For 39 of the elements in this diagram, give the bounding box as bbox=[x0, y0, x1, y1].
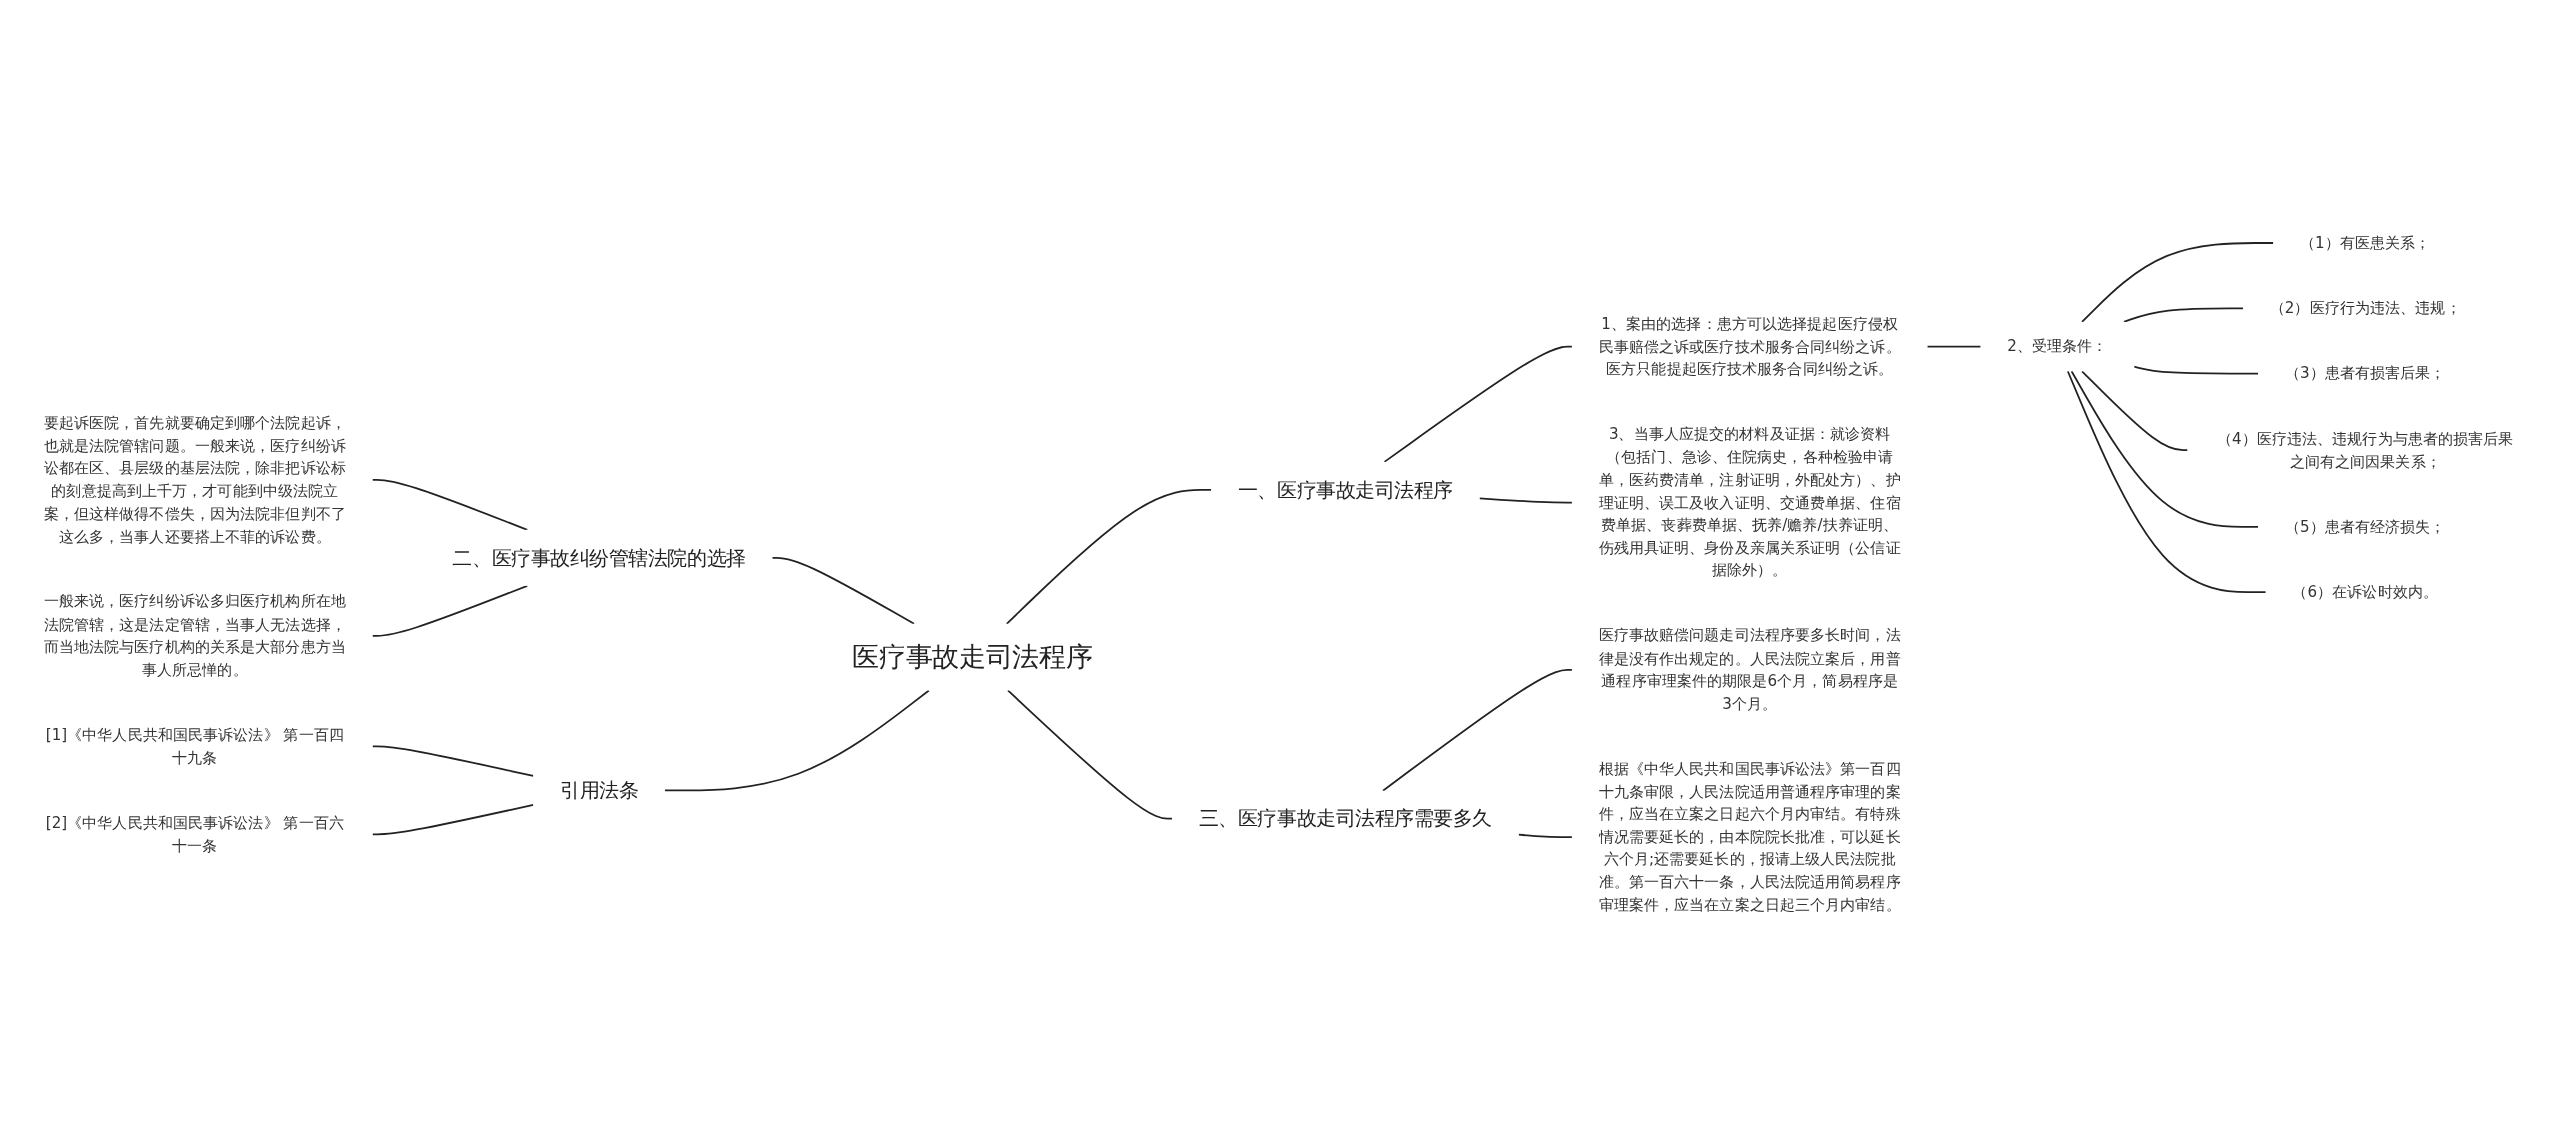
connector bbox=[2133, 365, 2260, 374]
node-text: （3）患者有损害后果； bbox=[2284, 363, 2446, 382]
node-text: （6）在诉讼时效内。 bbox=[2292, 582, 2438, 600]
connector bbox=[2081, 241, 2275, 323]
node-text: （5）患者有经济损失； bbox=[2284, 516, 2446, 535]
node-text: 一、医疗事故走司法程序 bbox=[1237, 478, 1453, 501]
node-text: 2、受理条件： bbox=[2007, 336, 2108, 355]
node-text: 要起诉医院，首先就要确定到哪个法院起诉，也就是法院管辖问题。一般来说，医疗纠纷诉讼都在区、县层级的基层法院，除非把诉讼标的刻意提高到上千万，才可能到中级法院立案，但这样做得不偿失，因为法院非但判不了这么多，当事人还要搭上不菲的诉讼费。 bbox=[43, 413, 346, 545]
node-text: （2）医疗行为违法、违规； bbox=[2269, 298, 2461, 317]
connector bbox=[2123, 306, 2244, 323]
connector bbox=[1926, 345, 1982, 347]
connector bbox=[1007, 689, 1174, 820]
node-text: 医疗事故赔偿问题走司法程序要多长时间，法律是没有作出规定的。人民法院立案后，用普通程序审理案件的期限是6个月，简易程序是3个月。 bbox=[1598, 625, 1901, 712]
connector bbox=[1478, 497, 1573, 503]
node-text: 3、当事人应提交的材料及证据：就诊资料（包括门、急诊、住院病史，各种检验申请单，医药费清单，注射证明，外配处方）、护理证明、误工及收入证明、交通费单据、住宿费单据、丧葬费单据、抚养/赡养/扶养证明、伤残用具证明、身份及亲属关系证明（公信证据除外）。 bbox=[1598, 424, 1901, 579]
node-text: （1）有医患关系； bbox=[2299, 232, 2431, 251]
node-text: 医疗事故走司法程序 bbox=[852, 641, 1093, 673]
node-text: 引用法条 bbox=[559, 778, 639, 802]
connector bbox=[771, 556, 915, 625]
connector bbox=[2070, 369, 2260, 528]
connector bbox=[2081, 369, 2189, 451]
connector bbox=[1005, 488, 1213, 625]
node-text: 一般来说，医疗纠纷诉讼多归医疗机构所在地法院管辖，这是法定管辖，当事人无法选择，而当地法院与医疗机构的关系是大部分患方当事人所忌惮的。 bbox=[43, 591, 346, 678]
node-text: 二、医疗事故纠纷管辖法院的选择 bbox=[452, 546, 746, 569]
connector bbox=[371, 478, 529, 531]
connector bbox=[1383, 345, 1573, 463]
node-text: 三、医疗事故走司法程序需要多久 bbox=[1198, 807, 1492, 830]
connector bbox=[2066, 369, 2267, 593]
connector bbox=[371, 584, 529, 637]
node-text: 根据《中华人民共和国民事诉讼法》第一百四十九条审限，人民法院适用普通程序审理的案件，应当在立案之日起六个月内审结。有特殊情况需要延长的，由本院院长批准，可以延长六个月;还需要延长的，报请上级人民法院批准。第一百六十一条，人民法院适用简易程序审理案件，应当在立案之日起三个月内审结。 bbox=[1598, 759, 1901, 913]
node-text: [2]《中华人民共和国民事诉讼法》 第一百六十一条 bbox=[45, 813, 344, 854]
connector bbox=[663, 689, 930, 791]
node-text: （4）医疗违法、违规行为与患者的损害后果之间有之间因果关系； bbox=[2216, 428, 2514, 470]
connector bbox=[1517, 833, 1573, 838]
connector bbox=[371, 803, 535, 835]
node-text: [1]《中华人民共和国民事诉讼法》 第一百四十九条 bbox=[45, 725, 344, 766]
connector bbox=[1382, 668, 1573, 792]
node-text: 1、案由的选择：患方可以选择提起医疗侵权民事赔偿之诉或医疗技术服务合同纠纷之诉。医方只能提起医疗技术服务合同纠纷之诉。 bbox=[1598, 313, 1901, 377]
connector bbox=[371, 745, 535, 777]
